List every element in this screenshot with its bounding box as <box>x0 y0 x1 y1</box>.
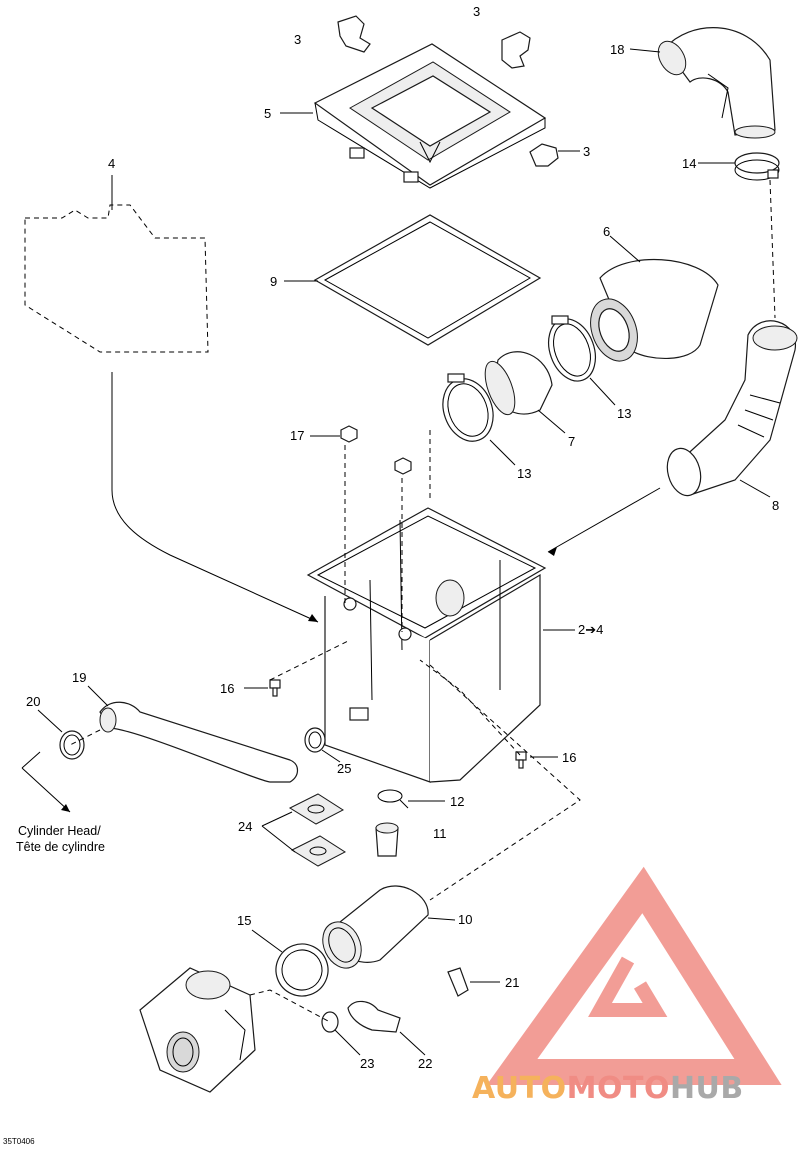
callout-25: 25 <box>337 761 351 776</box>
clamp-part-13-lower <box>442 373 494 442</box>
callout-22: 22 <box>418 1056 432 1071</box>
watermark-brand-text: AUTOMOTOHUB <box>472 1071 744 1106</box>
clip-part-top-right <box>501 31 531 69</box>
callout-13-lower: 13 <box>517 466 531 481</box>
outline-part-4 <box>24 204 209 353</box>
adaptor-part <box>484 351 553 416</box>
air-filter-part <box>590 258 719 362</box>
callout-7: 7 <box>568 434 575 449</box>
clamp-part-20 <box>59 730 85 760</box>
callout-labels: 3 3 3 18 5 14 4 6 9 13 7 17 13 8 2➔4 19 … <box>26 4 779 1071</box>
pad-part-lower <box>290 835 346 867</box>
vent-hose-part <box>99 701 299 783</box>
spring-clip-part <box>377 789 409 809</box>
destination-note-line2: Tête de cylindre <box>16 840 105 854</box>
air-box-cover-part <box>313 43 547 189</box>
clip-part-right <box>529 143 559 167</box>
callout-3-top-left: 3 <box>294 32 301 47</box>
leader-lines <box>21 48 776 1056</box>
carb-adaptor-part <box>322 885 429 969</box>
screw-part-16-right <box>515 751 527 769</box>
callout-23: 23 <box>360 1056 374 1071</box>
callout-12: 12 <box>450 794 464 809</box>
elbow-duct-part <box>657 27 776 139</box>
callout-15: 15 <box>237 913 251 928</box>
watermark-brand-auto: AUTO <box>472 1071 567 1106</box>
clamp-part-13-upper <box>548 315 596 382</box>
gasket-part <box>313 214 542 346</box>
callout-6: 6 <box>603 224 610 239</box>
screw-part-16-left <box>269 679 281 697</box>
carburetor-part <box>139 967 256 1093</box>
clip-part-top-left <box>337 15 371 53</box>
callout-16-right: 16 <box>562 750 576 765</box>
nut-part-17 <box>340 425 412 475</box>
watermark-brand-moto: MOTO <box>567 1071 670 1106</box>
callout-2-4: 2➔4 <box>578 622 603 637</box>
air-box-body-part <box>306 507 547 783</box>
callout-20: 20 <box>26 694 40 709</box>
callout-24: 24 <box>238 819 252 834</box>
callout-11: 11 <box>433 826 447 841</box>
pad-part-upper <box>288 793 344 825</box>
watermark-inner-mark-icon <box>588 956 668 1017</box>
small-hose-part <box>347 1000 401 1033</box>
callout-9: 9 <box>270 274 277 289</box>
callout-14: 14 <box>682 156 696 171</box>
clamp-part-14 <box>734 152 780 181</box>
callout-13-upper: 13 <box>617 406 631 421</box>
watermark-brand-hub: HUB <box>670 1071 744 1106</box>
intake-hose-part <box>666 320 798 497</box>
callout-5: 5 <box>264 106 271 121</box>
callout-10: 10 <box>458 912 472 927</box>
diagram-code: 35T0406 <box>3 1137 35 1146</box>
clamp-part-25 <box>304 727 326 753</box>
callout-3-top: 3 <box>473 4 480 19</box>
clamp-part-23 <box>321 1011 339 1033</box>
drain-cap-part <box>375 822 399 857</box>
watermark-logo <box>486 866 782 1085</box>
callout-21: 21 <box>505 975 519 990</box>
callout-3-right: 3 <box>583 144 590 159</box>
callout-16-left: 16 <box>220 681 234 696</box>
watermark-triangle-icon <box>486 866 782 1085</box>
destination-note-line1: Cylinder Head/ <box>18 824 101 838</box>
callout-4: 4 <box>108 156 115 171</box>
fitting-part <box>349 707 369 721</box>
callout-17: 17 <box>290 428 304 443</box>
clamp-part-15 <box>275 943 329 997</box>
callout-19: 19 <box>72 670 86 685</box>
elbow-fitting-part <box>447 967 469 997</box>
callout-18: 18 <box>610 42 624 57</box>
callout-8: 8 <box>772 498 779 513</box>
